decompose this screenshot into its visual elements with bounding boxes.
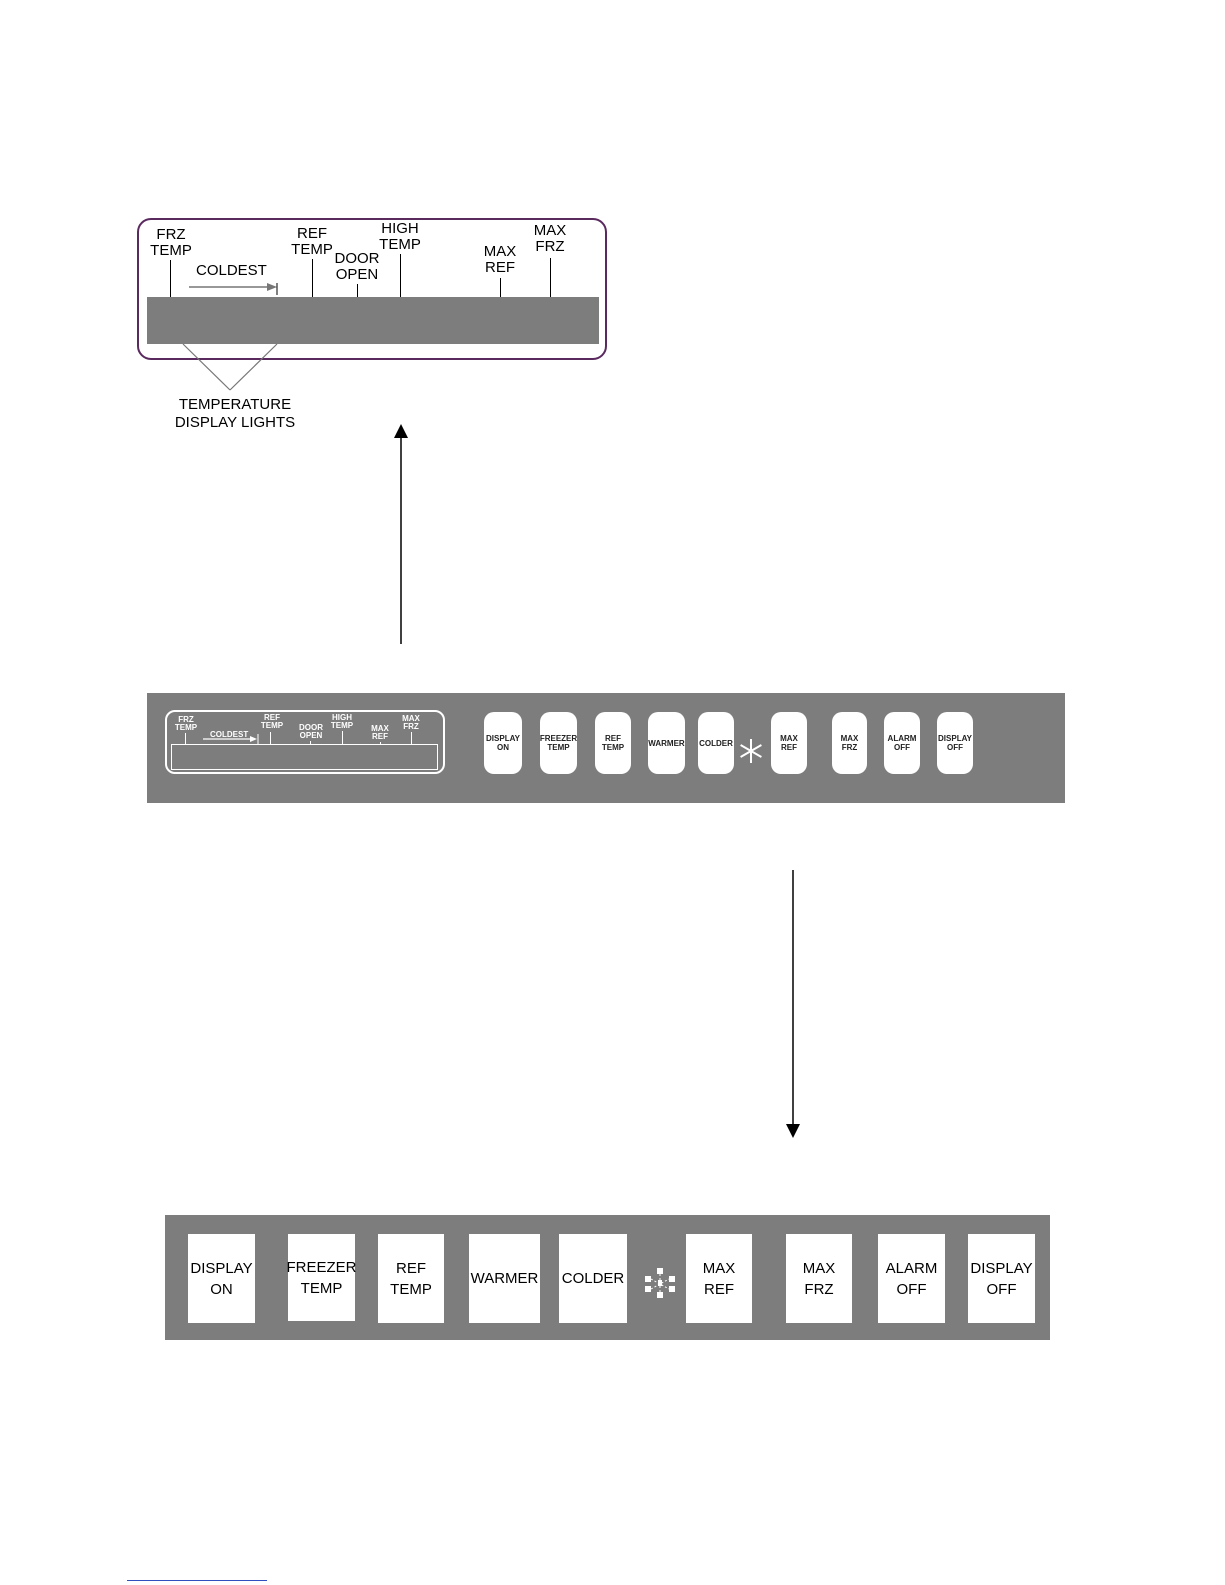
- mini-warmer-button[interactable]: WARMER: [648, 712, 685, 774]
- display-on-button[interactable]: DISPLAY ON: [188, 1234, 255, 1323]
- mini-temperature-display-bar: [171, 744, 438, 770]
- mini-frz-temp-tick: [185, 733, 186, 744]
- footnote-separator: [127, 1580, 267, 1581]
- alarm-off-button[interactable]: ALARM OFF: [878, 1234, 945, 1323]
- temperature-display-lights-label: TEMPERATURE DISPLAY LIGHTS: [174, 396, 296, 431]
- max-ref-button[interactable]: MAX REF: [686, 1234, 752, 1323]
- freezer-temp-button[interactable]: FREEZER TEMP: [287, 1234, 357, 1321]
- mini-coldest-arrow-icon: [203, 734, 259, 744]
- mini-max-ref-label: MAX REF: [371, 724, 389, 741]
- mini-display-frame: [165, 710, 445, 774]
- door-open-label: DOOR OPEN: [334, 250, 380, 283]
- mini-freezer-temp-button[interactable]: FREEZER TEMP: [540, 712, 577, 774]
- mini-frz-temp-label: FRZ TEMP: [174, 715, 198, 732]
- snowflake-icon: [740, 739, 762, 763]
- coldest-label: COLDEST: [196, 262, 267, 279]
- mini-display-on-button[interactable]: DISPLAY ON: [484, 712, 522, 774]
- max-ref-tick: [500, 278, 501, 297]
- mini-max-ref-tick: [380, 742, 381, 744]
- mini-high-temp-label: HIGH TEMP: [330, 713, 354, 730]
- door-open-tick: [357, 284, 358, 297]
- zoomed-display-frame: [137, 218, 607, 360]
- ref-temp-tick: [312, 259, 313, 297]
- mini-door-open-tick: [310, 741, 311, 744]
- max-frz-button[interactable]: MAX FRZ: [786, 1234, 852, 1323]
- display-off-button[interactable]: DISPLAY OFF: [968, 1234, 1035, 1323]
- max-frz-label: MAX FRZ: [533, 222, 567, 255]
- max-frz-tick: [550, 258, 551, 297]
- mini-max-frz-tick: [411, 732, 412, 744]
- up-arrow-icon: [394, 424, 408, 644]
- mini-ref-temp-tick: [270, 732, 271, 744]
- high-temp-tick: [400, 254, 401, 297]
- ref-temp-label: REF TEMP: [291, 225, 333, 258]
- mini-colder-button[interactable]: COLDER: [698, 712, 734, 774]
- mini-door-open-label: DOOR OPEN: [299, 723, 323, 740]
- colder-button[interactable]: COLDER: [559, 1234, 627, 1323]
- frz-temp-label: FRZ TEMP: [150, 226, 192, 259]
- mini-display-off-button[interactable]: DISPLAY OFF: [937, 712, 973, 774]
- max-ref-label: MAX REF: [483, 243, 517, 276]
- mini-ref-temp-label: REF TEMP: [260, 713, 284, 730]
- high-temp-label: HIGH TEMP: [379, 220, 421, 253]
- mini-coldest-label: COLDEST: [210, 730, 249, 739]
- mini-max-ref-button[interactable]: MAX REF: [771, 712, 807, 774]
- mini-ref-temp-button[interactable]: REF TEMP: [595, 712, 631, 774]
- coldest-arrow-icon: [189, 283, 278, 295]
- mini-max-frz-label: MAX FRZ: [402, 714, 420, 731]
- down-arrow-icon: [786, 870, 800, 1138]
- mini-max-frz-button[interactable]: MAX FRZ: [832, 712, 867, 774]
- warmer-button[interactable]: WARMER: [469, 1234, 540, 1323]
- callout-lines: [182, 343, 278, 391]
- mini-alarm-off-button[interactable]: ALARM OFF: [884, 712, 920, 774]
- mini-high-temp-tick: [342, 731, 343, 744]
- temperature-display-bar: [147, 297, 599, 344]
- snowflake-icon: [645, 1268, 675, 1298]
- frz-temp-tick: [170, 260, 171, 297]
- ref-temp-button[interactable]: REF TEMP: [378, 1234, 444, 1323]
